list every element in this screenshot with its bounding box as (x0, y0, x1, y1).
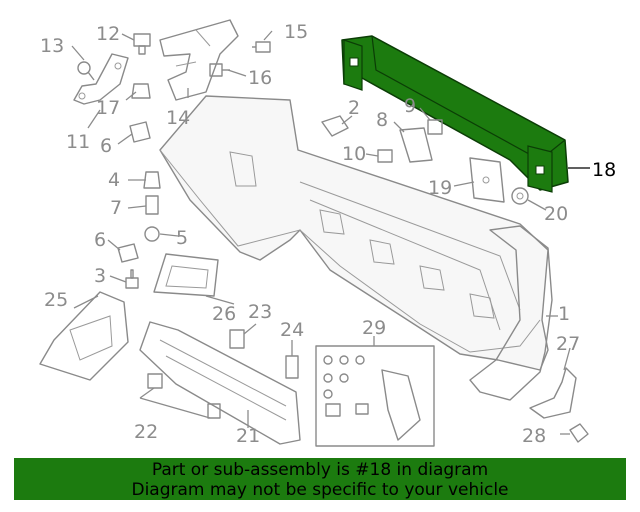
callout-6-top: 6 (100, 135, 112, 157)
callout-24: 24 (280, 319, 304, 341)
clip-part-6-lower[interactable] (117, 243, 139, 263)
panel-part-25[interactable] (39, 291, 129, 381)
hardware-kit-part-29[interactable] (315, 345, 435, 447)
bumper-cover-part-1[interactable] (159, 95, 553, 401)
callout-20: 20 (544, 203, 568, 225)
callout-27: 27 (556, 333, 580, 355)
callout-6-lower: 6 (94, 229, 106, 251)
callout-8: 8 (376, 109, 388, 131)
callout-14: 14 (166, 107, 190, 129)
bracket-part-2[interactable] (321, 115, 349, 137)
bolt-part-15[interactable] (252, 41, 271, 53)
bolt-part-12[interactable] (133, 33, 151, 55)
callout-29: 29 (362, 317, 386, 339)
callout-16: 16 (248, 67, 272, 89)
bolt-part-9[interactable] (427, 119, 443, 135)
callout-9: 9 (404, 95, 416, 117)
fastener-part-22a[interactable] (147, 373, 163, 389)
callout-1: 1 (558, 303, 570, 325)
callout-11: 11 (66, 131, 90, 153)
mudguard-part-27[interactable] (529, 367, 577, 419)
callout-15: 15 (284, 21, 308, 43)
bolt-part-5[interactable] (144, 226, 160, 242)
grille-part-26[interactable] (153, 253, 219, 297)
callout-17: 17 (96, 97, 120, 119)
callout-26: 26 (212, 303, 236, 325)
bolt-part-4[interactable] (143, 171, 161, 189)
callout-23: 23 (248, 301, 272, 323)
washer-part-20[interactable] (511, 187, 529, 205)
bolt-part-3[interactable] (125, 269, 139, 289)
callout-5: 5 (176, 227, 188, 249)
screw-part-13[interactable] (77, 61, 95, 81)
info-banner: Part or sub-assembly is #18 in diagram D… (14, 458, 626, 500)
bracket-part-8[interactable] (399, 127, 433, 163)
callout-18: 18 (592, 159, 616, 181)
bracket-part-11[interactable] (73, 53, 129, 105)
callout-22: 22 (134, 421, 158, 443)
banner-line-2: Diagram may not be specific to your vehi… (131, 480, 509, 500)
leader-lines (71, 30, 590, 435)
bracket-part-14[interactable] (159, 19, 239, 101)
callout-21: 21 (236, 425, 260, 447)
lower-trim-part-21[interactable] (139, 321, 301, 445)
bracket-part-7[interactable] (145, 195, 159, 215)
callout-2: 2 (348, 97, 360, 119)
clip-part-23[interactable] (229, 329, 245, 349)
banner-line-1: Part or sub-assembly is #18 in diagram (151, 460, 489, 480)
callout-13: 13 (40, 35, 64, 57)
clip-part-6-top[interactable] (129, 121, 151, 143)
callout-labels: 1 2 3 4 5 6 6 7 8 9 10 11 12 13 14 15 16… (40, 21, 616, 447)
callout-19: 19 (428, 177, 452, 199)
clip-part-28[interactable] (569, 423, 589, 443)
callout-10: 10 (342, 143, 366, 165)
callout-4: 4 (108, 169, 120, 191)
callout-3: 3 (94, 265, 106, 287)
callout-28: 28 (522, 425, 546, 447)
callout-7: 7 (110, 197, 122, 219)
bracket-part-24[interactable] (285, 355, 299, 379)
callout-12: 12 (96, 23, 120, 45)
clip-part-17[interactable] (131, 83, 151, 99)
bolt-part-10[interactable] (377, 149, 393, 163)
fastener-part-22b[interactable] (207, 403, 221, 419)
bracket-part-19[interactable] (469, 157, 505, 203)
parts-diagram: 1 2 3 4 5 6 6 7 8 9 10 11 12 13 14 15 16… (39, 19, 616, 447)
callout-25: 25 (44, 289, 68, 311)
reinforcement-beam-part-18[interactable] (341, 35, 569, 193)
